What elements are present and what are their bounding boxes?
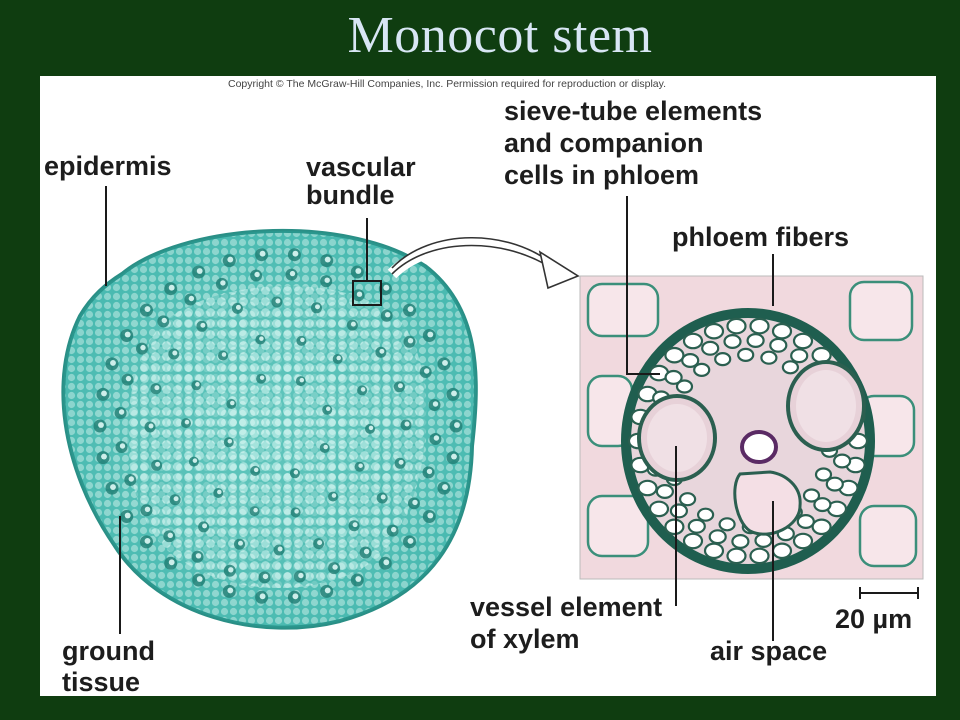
- figure-artwork: [61, 186, 924, 641]
- label-ground-tissue-line1: ground: [62, 636, 155, 666]
- label-vessel-element-line1: vessel element: [470, 592, 663, 622]
- label-air-space: air space: [710, 636, 828, 666]
- vascular-bundles: [93, 248, 463, 604]
- copyright-notice: Copyright © The McGraw-Hill Companies, I…: [228, 78, 667, 90]
- label-phloem-fibers: phloem fibers: [672, 222, 850, 252]
- label-epidermis: epidermis: [44, 151, 172, 181]
- label-sieve-tube-line1: sieve-tube elements: [504, 96, 763, 126]
- label-vascular-bundle-line2: bundle: [306, 180, 395, 210]
- slide-title: Monocot stem: [347, 7, 653, 64]
- label-sieve-tube-line3: cells in phloem: [504, 160, 700, 190]
- figure-panel: Copyright © The McGraw-Hill Companies, I…: [40, 76, 936, 696]
- label-sieve-tube-line2: and companion: [504, 128, 704, 158]
- stem-cross-section: [61, 228, 478, 630]
- label-vessel-element-line2: of xylem: [470, 624, 580, 654]
- scale-bar-label: 20 µm: [835, 604, 913, 634]
- label-ground-tissue-line2: tissue: [62, 667, 141, 696]
- label-vascular-bundle-line1: vascular: [306, 152, 416, 182]
- leader-lines: [105, 186, 919, 641]
- vascular-bundle-micrograph: [580, 276, 923, 579]
